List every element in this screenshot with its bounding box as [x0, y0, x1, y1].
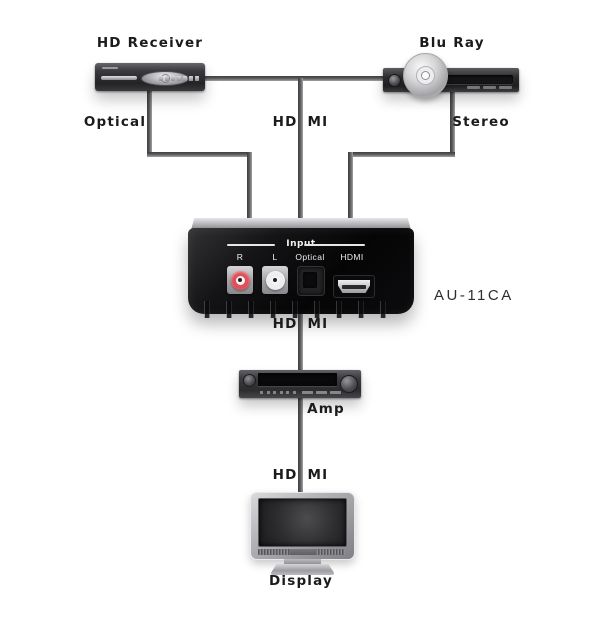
- rca-red-ring: [230, 270, 250, 290]
- stereo-cable-into-converter: [348, 152, 353, 226]
- converter-model-label: AU-11CA: [434, 287, 514, 304]
- hdmi-label-left: HD: [272, 114, 298, 130]
- tv-stand-neck: [284, 559, 321, 565]
- input-section-label: Input: [286, 239, 316, 249]
- amp-device: [239, 370, 361, 398]
- input-divider-left: [227, 244, 275, 246]
- hdmi-mid-cable-label: HD MI: [225, 316, 376, 332]
- blu-ray-label: Blu Ray: [419, 35, 485, 51]
- hdmi-label-right: MI: [307, 467, 329, 483]
- converter-top-panel: [191, 218, 411, 230]
- rca-white-ring: [265, 270, 285, 290]
- blu-ray-device: [383, 53, 519, 98]
- rca-inner-ring: [235, 275, 245, 285]
- hdmi-port: [333, 275, 375, 298]
- optical-cable-drop: [147, 86, 152, 156]
- hdmi-port-slot: [338, 280, 370, 293]
- hdmi-label-left: HD: [272, 467, 298, 483]
- hdmi-cable-bottom-vertical: [298, 310, 303, 495]
- converter-body: Input R L Optical HDMI: [188, 228, 414, 318]
- stereo-cable-drop: [450, 86, 455, 156]
- disc-center-hole: [421, 71, 430, 80]
- tv-screen: [258, 498, 347, 547]
- optical-port-opening: [303, 272, 317, 288]
- port-label-optical: Optical: [295, 252, 325, 262]
- stereo-cable-horizontal: [348, 152, 455, 157]
- port-label-l: L: [272, 252, 278, 262]
- display-label: Display: [268, 573, 334, 589]
- optical-cable-label: Optical: [83, 114, 147, 130]
- amp-small-knob: [243, 374, 256, 387]
- hdmi-cable-top-horizontal: [203, 76, 385, 81]
- amp-volume-knob: [340, 375, 358, 393]
- amp-wide-buttons: [302, 391, 341, 394]
- rca-inner-ring: [270, 275, 280, 285]
- rca-jack-right-red: [227, 266, 253, 294]
- receiver-display-slot: [101, 76, 137, 80]
- tv-control-buttons: [290, 549, 316, 555]
- optical-port: [297, 266, 325, 296]
- rca-hole: [238, 278, 242, 282]
- hd-receiver-label: HD Receiver: [96, 35, 204, 51]
- amp-display-window: [258, 373, 337, 386]
- hdmi-port-pins: [342, 284, 366, 289]
- amp-label: Amp: [307, 401, 345, 417]
- hdmi-label-left: HD: [272, 316, 298, 332]
- optical-cable-horizontal: [147, 152, 252, 157]
- rca-hole: [273, 278, 277, 282]
- input-divider-right: [304, 244, 365, 246]
- disc-icon: [403, 53, 448, 98]
- receiver-brand-mark: [102, 67, 118, 69]
- optical-cable-into-converter: [247, 152, 252, 226]
- disc-inner-ring: [416, 66, 435, 85]
- blu-ray-disc-tray: [445, 75, 513, 84]
- hd-receiver-device: [95, 63, 205, 91]
- receiver-button-row: [159, 76, 199, 81]
- rca-jack-left-white: [262, 266, 288, 294]
- blu-ray-button-row: [467, 86, 512, 89]
- converter-vents: [204, 301, 398, 318]
- stereo-cable-label: Stereo: [452, 114, 510, 130]
- hdmi-top-cable-label: HD MI: [225, 114, 376, 130]
- tv-stand-base: [271, 564, 334, 575]
- au-11ca-converter-device: Input R L Optical HDMI: [188, 218, 414, 318]
- blu-ray-power-knob: [388, 74, 401, 87]
- hdmi-cable-top-vertical: [298, 78, 303, 226]
- hdmi-label-right: MI: [307, 316, 329, 332]
- amp-button-dots: [260, 391, 296, 394]
- port-label-hdmi: HDMI: [340, 252, 364, 262]
- hdmi-label-right: MI: [307, 114, 329, 130]
- display-device: [250, 492, 355, 575]
- hdmi-bottom-cable-label: HD MI: [225, 467, 376, 483]
- port-label-r: R: [236, 252, 244, 262]
